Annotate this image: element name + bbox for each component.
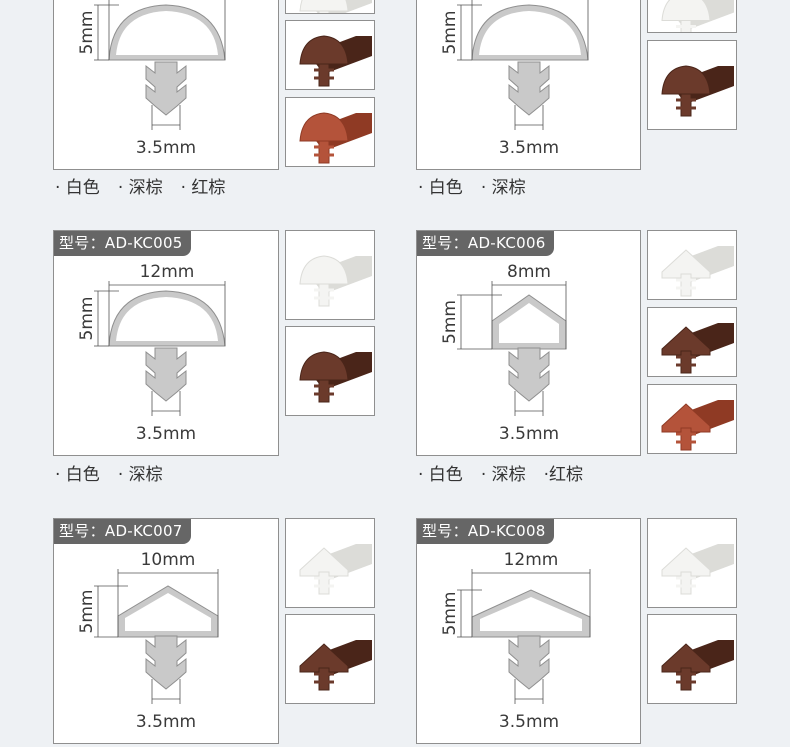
stem-label: 3.5mm: [499, 138, 559, 158]
width-label: 12mm: [504, 550, 559, 570]
dimension-lines: [457, 281, 567, 416]
color-thumbnail-red: [647, 384, 737, 454]
profile-sample-image: [661, 544, 734, 595]
profile-sample-image: [299, 544, 372, 595]
profile-sample-image: [299, 35, 372, 87]
color-thumbnail-dark: [647, 40, 737, 130]
profile-sample-image: [661, 640, 734, 691]
profile-sample-image: [661, 65, 734, 117]
color-thumbnail-white: [285, 518, 375, 608]
product-panel: 5mm 3.5mm: [416, 0, 641, 170]
profile-sample-image: [661, 400, 734, 451]
color-options: · 白色 · 深棕 ·红棕: [418, 460, 601, 485]
height-label: 5mm: [440, 11, 460, 55]
width-label: 12mm: [140, 262, 195, 282]
product-panel: 12mm 5mm 3.5mm 型号：AD-KC008: [416, 518, 641, 744]
color-thumbnail-dark: [285, 326, 375, 416]
color-option: · 白色: [418, 465, 463, 485]
stem-label: 3.5mm: [499, 424, 559, 444]
profile-shape: [108, 4, 226, 116]
color-thumbnail-white: [647, 230, 737, 300]
profile-diagram: 5mm 3.5mm: [440, 0, 589, 158]
profile-sample-image: [661, 246, 734, 297]
stem-label: 3.5mm: [136, 424, 196, 444]
profile-shape: [471, 589, 591, 690]
profile-shape: [491, 294, 567, 402]
product-panel: 10mm 5mm 3.5mm 型号：AD-KC007: [53, 518, 279, 744]
color-option: · 深棕: [480, 465, 526, 485]
width-label: 8mm: [507, 262, 551, 282]
dimension-lines: [94, 0, 226, 130]
color-thumbnail-dark: [647, 307, 737, 377]
profile-diagram: 8mm 5mm 3.5mm: [440, 262, 567, 444]
product-panel: 8mm 5mm 3.5mm 型号：AD-KC006: [416, 230, 641, 456]
stem-label: 3.5mm: [136, 138, 196, 158]
color-thumbnail-dark: [285, 614, 375, 704]
stem-label: 3.5mm: [499, 712, 559, 732]
profile-shape: [471, 4, 589, 116]
color-thumbnail-white: [285, 0, 375, 14]
width-label: 10mm: [141, 550, 196, 570]
color-options: · 白色 · 深棕: [55, 460, 181, 485]
color-option: ·红棕: [543, 465, 584, 485]
height-label: 5mm: [440, 592, 460, 636]
model-tag: 型号：AD-KC008: [417, 519, 554, 544]
color-option: · 白色: [55, 465, 100, 485]
color-option: · 深棕: [117, 465, 163, 485]
dimension-lines: [94, 569, 219, 704]
profile-sample-image: [299, 351, 372, 403]
height-label: 5mm: [77, 11, 97, 55]
profile-diagram: 5mm 3.5mm: [77, 0, 226, 158]
color-option: · 深棕: [117, 178, 163, 198]
color-thumbnail-white: [647, 518, 737, 608]
color-thumbnail-white: [647, 0, 737, 33]
dimension-lines: [457, 0, 589, 130]
model-tag: 型号：AD-KC007: [54, 519, 191, 544]
color-thumbnail-red: [285, 97, 375, 167]
profile-sample-image: [661, 323, 734, 374]
profile-diagram: 12mm 5mm 3.5mm: [77, 262, 226, 444]
profile-diagram: 12mm 5mm 3.5mm: [440, 550, 591, 732]
height-label: 5mm: [77, 297, 97, 341]
color-option: · 白色: [418, 178, 463, 198]
color-option: · 白色: [55, 178, 100, 198]
color-thumbnail-dark: [647, 614, 737, 704]
dimension-lines: [457, 569, 591, 704]
model-tag: 型号：AD-KC006: [417, 231, 554, 256]
height-label: 5mm: [440, 300, 460, 344]
dimension-lines: [94, 281, 226, 416]
color-thumbnail-dark: [285, 20, 375, 90]
profile-diagram: 10mm 5mm 3.5mm: [77, 550, 219, 732]
color-option: · 红棕: [180, 178, 226, 198]
color-thumbnail-white: [285, 230, 375, 320]
profile-sample-image: [299, 0, 372, 13]
profile-sample-image: [299, 640, 372, 691]
color-options: · 白色 · 深棕 · 红棕: [55, 173, 243, 198]
stem-label: 3.5mm: [136, 712, 196, 732]
profile-sample-image: [299, 255, 372, 307]
profile-shape: [117, 585, 219, 690]
color-options: · 白色 · 深棕: [418, 173, 544, 198]
model-tag: 型号：AD-KC005: [54, 231, 191, 256]
profile-sample-image: [661, 0, 734, 32]
profile-sample-image: [299, 112, 372, 164]
product-panel: 12mm 5mm 3.5mm 型号：AD-KC005: [53, 230, 279, 456]
color-option: · 深棕: [480, 178, 526, 198]
profile-shape: [108, 290, 226, 402]
product-panel: 5mm 3.5mm: [53, 0, 279, 170]
height-label: 5mm: [77, 590, 97, 634]
